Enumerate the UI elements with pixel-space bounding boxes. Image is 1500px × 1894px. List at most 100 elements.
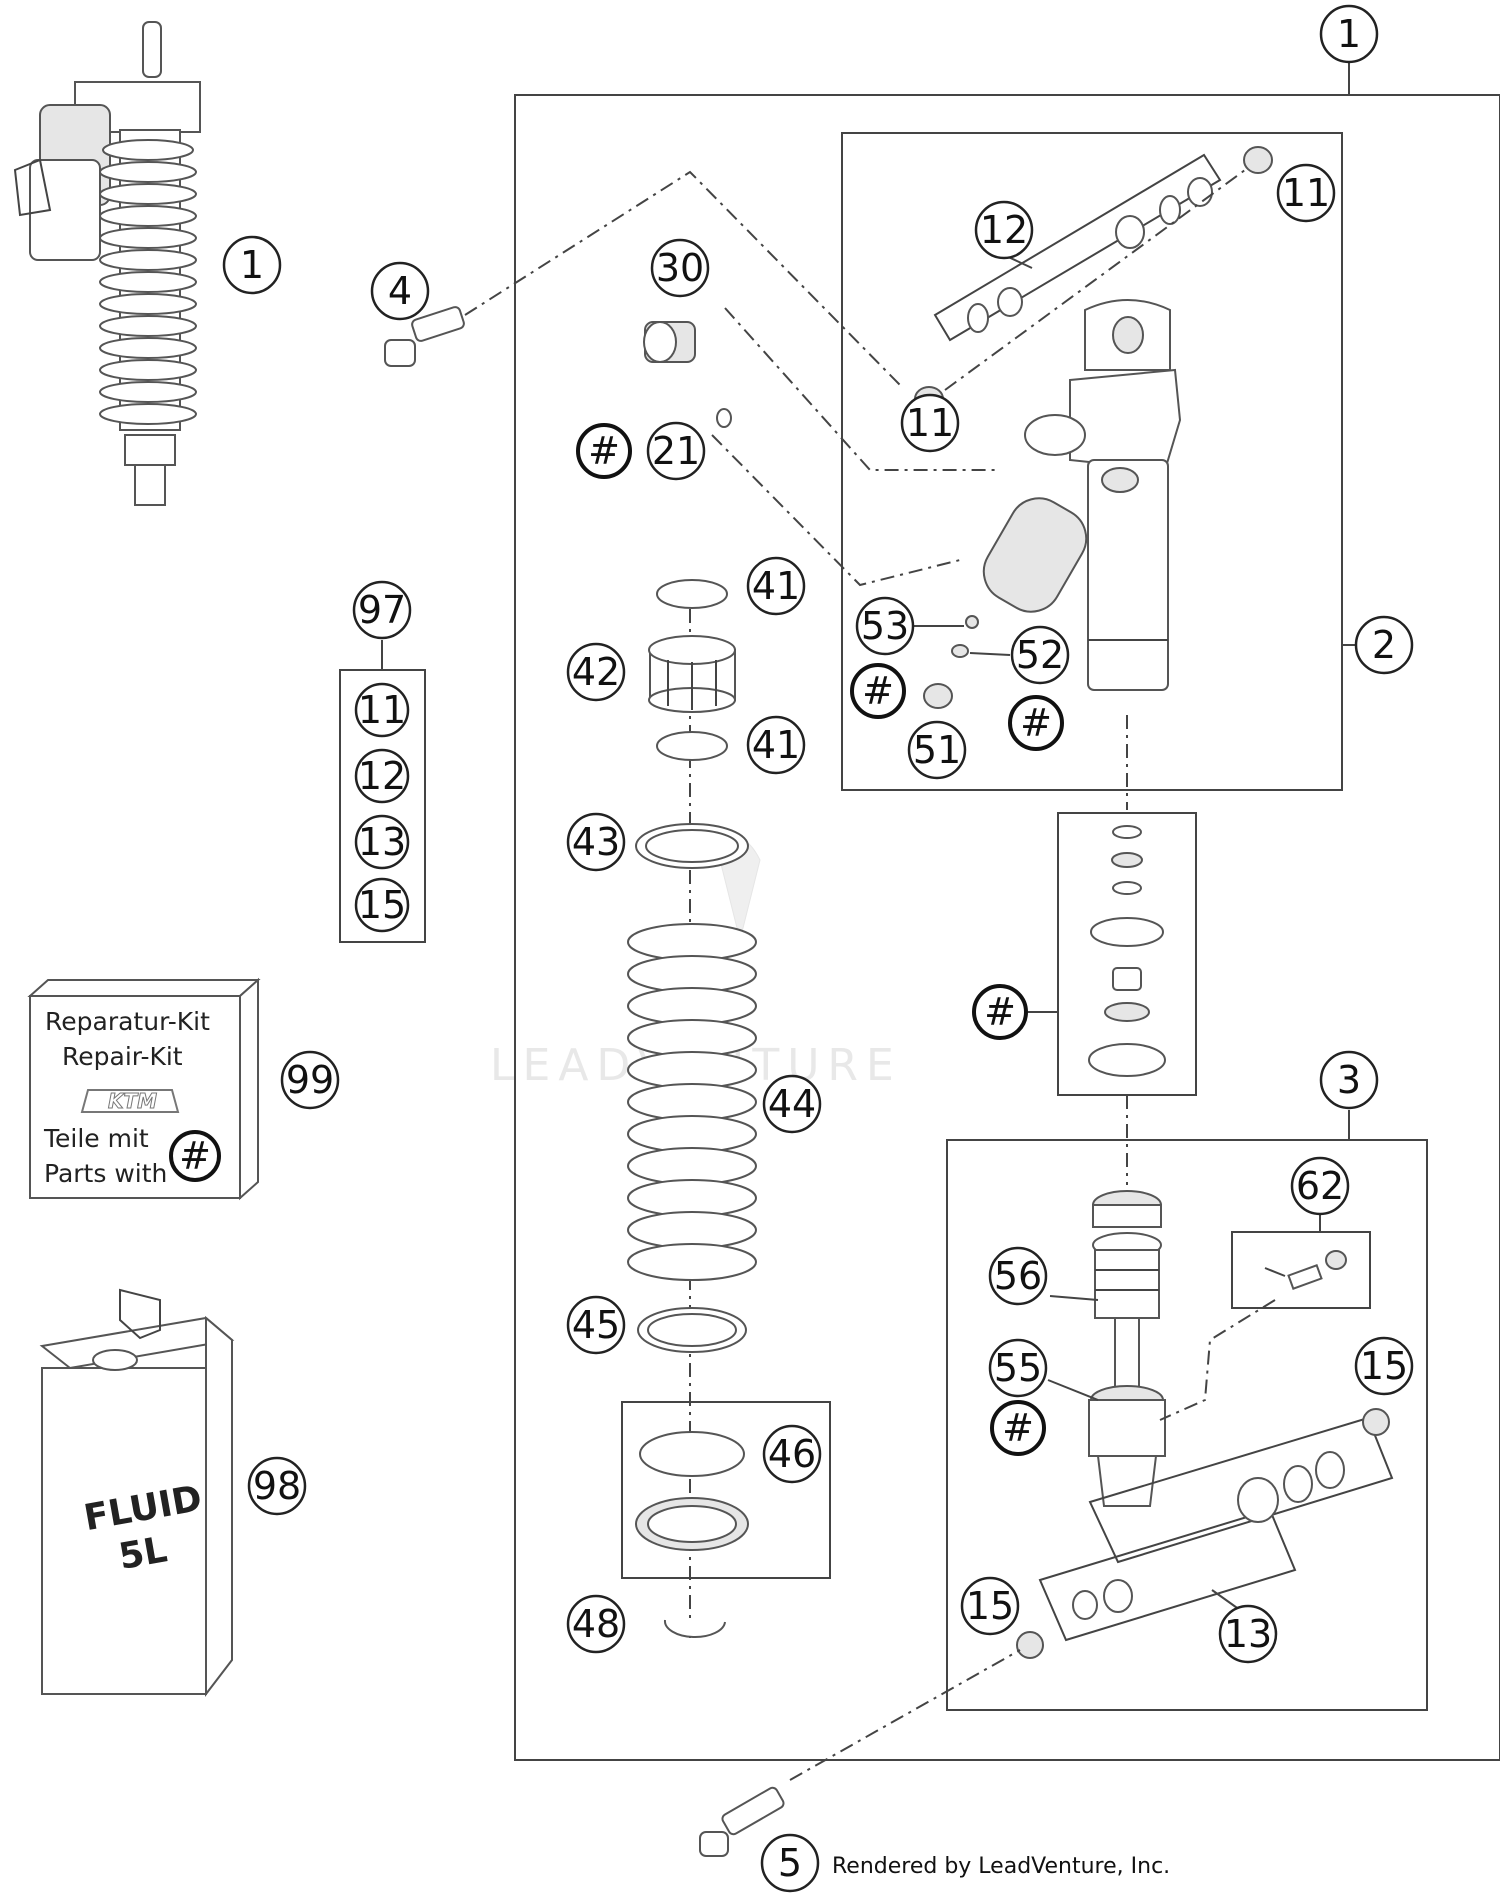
svg-text:98: 98	[253, 1464, 301, 1508]
svg-text:11: 11	[1282, 171, 1330, 215]
callout-48[interactable]: 48	[566, 1594, 626, 1654]
svg-text:#: #	[984, 990, 1016, 1034]
callout-1-assembly-left[interactable]: 1	[222, 235, 282, 295]
bolt-4	[384, 306, 465, 367]
seal-kit-rings	[1088, 825, 1166, 1077]
bearing-13-parts	[1072, 1451, 1345, 1620]
svg-text:13: 13	[1224, 1612, 1272, 1656]
callout-30[interactable]: 30	[650, 238, 710, 298]
svg-text:13: 13	[358, 820, 406, 864]
hash-52[interactable]: #	[1008, 695, 1064, 751]
svg-text:KTM: KTM	[108, 1089, 157, 1113]
callout-4-bolt[interactable]: 4	[370, 261, 430, 321]
callout-56[interactable]: 56	[988, 1246, 1048, 1306]
svg-text:11: 11	[906, 401, 954, 445]
callout-42[interactable]: 42	[566, 642, 626, 702]
svg-text:15: 15	[966, 1584, 1014, 1628]
svg-text:55: 55	[994, 1346, 1042, 1390]
bushing-15-top	[1362, 1408, 1390, 1436]
svg-text:11: 11	[358, 688, 406, 732]
fluid-can: FLUID 5L	[39, 1288, 235, 1697]
callout-41-bottom[interactable]: 41	[746, 715, 806, 775]
credit-text: Rendered by LeadVenture, Inc.	[832, 1854, 1170, 1879]
callout-44[interactable]: 44	[762, 1074, 822, 1134]
part-21-oring	[716, 408, 732, 428]
svg-text:97: 97	[358, 588, 406, 632]
set-97-item-11[interactable]: 11	[354, 682, 410, 738]
assembly-3-frame	[946, 1139, 1428, 1711]
callout-53[interactable]: 53	[855, 596, 915, 656]
callout-11-mid[interactable]: 11	[900, 393, 960, 453]
hash-21[interactable]: #	[576, 423, 632, 479]
repair-kit-box: Reparatur-Kit Repair-Kit KTM Teile mit P…	[27, 977, 261, 1201]
svg-text:43: 43	[572, 820, 620, 864]
svg-text:53: 53	[861, 604, 909, 648]
assembled-shock-illustration	[13, 21, 201, 506]
callout-12-bearing[interactable]: 12	[974, 200, 1034, 260]
part-46-frame	[621, 1401, 831, 1579]
callout-51[interactable]: 51	[907, 720, 967, 780]
svg-text:#: #	[1020, 701, 1052, 745]
svg-text:45: 45	[572, 1303, 620, 1347]
fluid-can-label-2: 5L	[116, 1529, 170, 1578]
callout-1-assembly-top[interactable]: 1	[1319, 4, 1379, 64]
callout-43[interactable]: 43	[566, 812, 626, 872]
part-44-spring	[627, 923, 757, 1281]
callout-52[interactable]: 52	[1010, 625, 1070, 685]
hash-repair-kit[interactable]: #	[169, 1130, 221, 1182]
svg-text:12: 12	[358, 754, 406, 798]
callout-15-bottom[interactable]: 15	[960, 1576, 1020, 1636]
svg-text:44: 44	[768, 1082, 816, 1126]
piston-rod-illustration	[1088, 1190, 1166, 1507]
callout-3-piston-rod[interactable]: 3	[1319, 1050, 1379, 1110]
set-97-item-15[interactable]: 15	[354, 877, 410, 933]
callout-2-damper-body[interactable]: 2	[1354, 615, 1414, 675]
callout-11-top[interactable]: 11	[1276, 163, 1336, 223]
part-30-adjuster	[643, 321, 696, 363]
svg-text:2: 2	[1372, 623, 1396, 667]
svg-text:4: 4	[388, 269, 412, 313]
part-41-bottom-ring	[656, 731, 728, 761]
svg-text:51: 51	[913, 728, 961, 772]
set-97-item-13[interactable]: 13	[354, 814, 410, 870]
callout-98-fluid[interactable]: 98	[247, 1456, 307, 1516]
assembled-spring	[99, 139, 197, 425]
hash-51[interactable]: #	[850, 663, 906, 719]
svg-text:30: 30	[656, 246, 704, 290]
svg-text:46: 46	[768, 1432, 816, 1476]
bearing-12-frame	[933, 153, 1222, 342]
set-97-item-12[interactable]: 12	[354, 748, 410, 804]
callout-21[interactable]: 21	[646, 421, 706, 481]
svg-text:48: 48	[572, 1602, 620, 1646]
callout-55[interactable]: 55	[988, 1338, 1048, 1398]
callout-62[interactable]: 62	[1290, 1156, 1350, 1216]
svg-text:1: 1	[240, 243, 264, 287]
svg-text:62: 62	[1296, 1164, 1344, 1208]
hash-seal-kit[interactable]: #	[972, 984, 1028, 1040]
callout-5-bolt[interactable]: 5	[760, 1833, 820, 1893]
callout-41-top[interactable]: 41	[746, 556, 806, 616]
part-46-seals	[635, 1431, 749, 1551]
bushing-15-bottom	[1016, 1631, 1044, 1659]
part-53-ball	[965, 615, 979, 629]
svg-text:#: #	[862, 669, 894, 713]
bolt-5	[699, 1786, 785, 1857]
callout-46[interactable]: 46	[762, 1424, 822, 1484]
kit-line-1: Reparatur-Kit	[45, 1007, 210, 1036]
svg-text:15: 15	[358, 883, 406, 927]
bearing-12-parts	[967, 177, 1213, 333]
svg-text:56: 56	[994, 1254, 1042, 1298]
hash-55[interactable]: #	[990, 1400, 1046, 1456]
callout-97-set[interactable]: 97	[352, 580, 412, 640]
part-52-spring	[951, 644, 969, 658]
svg-text:21: 21	[652, 429, 700, 473]
callout-15-top[interactable]: 15	[1354, 1336, 1414, 1396]
kit-line-2: Repair-Kit	[62, 1042, 183, 1071]
part-42-nut	[648, 635, 736, 713]
callout-13-bearing[interactable]: 13	[1218, 1604, 1278, 1664]
kit-line-4: Parts with	[44, 1159, 167, 1188]
callout-99-repair-kit[interactable]: 99	[280, 1050, 340, 1110]
svg-text:#: #	[179, 1134, 211, 1178]
callout-45[interactable]: 45	[566, 1295, 626, 1355]
